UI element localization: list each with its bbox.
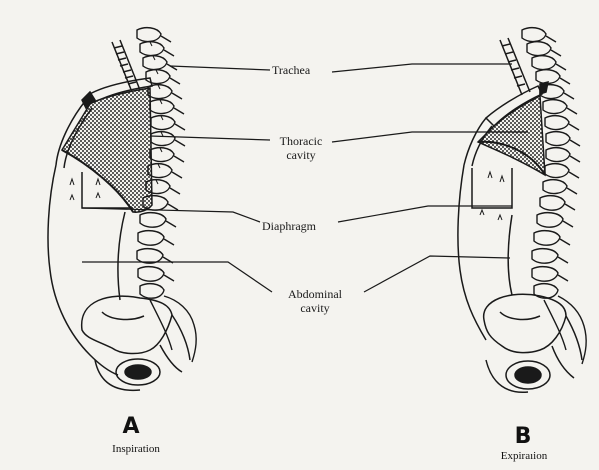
diaphragm-b	[477, 140, 546, 176]
spine-a	[136, 26, 197, 363]
label-thoracic-line1: Thoracic	[279, 134, 323, 148]
ribcage-outline-a	[55, 99, 93, 169]
leader-lines	[81, 63, 528, 293]
abdomen-outline-a	[47, 164, 119, 376]
panel-letter-a: A	[122, 414, 140, 439]
caption-expiration: Expiraıion	[500, 450, 548, 462]
figure-inspiration	[47, 26, 197, 392]
abdomen-outline-b	[457, 164, 487, 341]
abdomen-inner-b	[471, 168, 513, 296]
label-diaphragm: Diaphragm	[262, 219, 316, 233]
caption-inspiration: Inspiration	[112, 443, 160, 455]
leader-abdominal-a	[82, 261, 273, 293]
leader-trachea-a	[169, 65, 271, 71]
label-abdominal-cavity: Abdominal cavity	[266, 287, 364, 315]
pelvis-a	[81, 295, 191, 392]
panel-letter-b: B	[514, 424, 532, 449]
trachea-b	[499, 37, 531, 96]
leader-thoracic-a	[149, 135, 271, 141]
figure-expiration	[457, 26, 587, 394]
thoracic-cavity-a	[60, 87, 153, 213]
label-thoracic-line2: cavity	[286, 148, 316, 162]
label-thoracic-cavity: Thoracic cavity	[272, 134, 330, 162]
label-trachea: Trachea	[272, 63, 311, 77]
label-abdominal-line1: Abdominal	[288, 287, 342, 301]
ribcage-outline-b	[463, 117, 493, 167]
pelvis-b	[483, 293, 583, 394]
leader-thoracic-b	[331, 131, 528, 143]
label-abdominal-line2: cavity	[300, 301, 330, 315]
spine-b	[521, 26, 587, 365]
diaphragm-a	[61, 149, 134, 213]
leader-diaphragm-b	[337, 205, 512, 223]
leader-trachea-b	[331, 63, 512, 73]
trachea-a	[111, 39, 141, 93]
leader-diaphragm-a	[81, 207, 261, 223]
leader-abdominal-b	[363, 255, 511, 293]
